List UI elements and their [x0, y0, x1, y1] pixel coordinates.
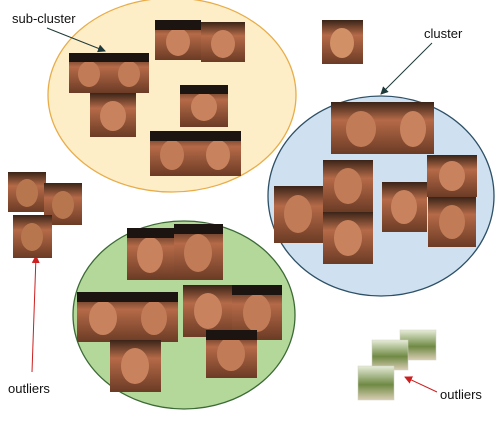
outliers-left-label: outliers	[8, 381, 50, 396]
face-thumbnail-icon	[77, 292, 130, 342]
face-thumbnail-icon	[323, 160, 373, 212]
face-thumbnail-icon	[382, 182, 427, 232]
face-thumbnail-icon	[183, 285, 233, 337]
face-thumbnail-icon	[174, 224, 223, 280]
face-thumbnail-icon	[391, 102, 434, 154]
outliers-right-arrow	[404, 376, 438, 393]
face-thumbnail-icon	[180, 85, 228, 127]
face-thumbnail-icon	[13, 215, 52, 258]
scene-thumbnail-icon	[371, 339, 409, 371]
cluster-label: cluster	[424, 26, 463, 41]
face-thumbnail-icon	[8, 172, 46, 212]
face-thumbnail-icon	[150, 131, 195, 176]
face-thumbnail-icon	[130, 292, 178, 342]
face-thumbnail-icon	[109, 53, 149, 93]
face-thumbnail-icon	[428, 197, 476, 247]
sub-cluster-arrow	[46, 27, 106, 53]
outliers-right-label: outliers	[440, 387, 482, 402]
cluster-arrow	[380, 42, 433, 95]
face-thumbnail-icon	[322, 20, 363, 64]
face-thumbnail-icon	[206, 330, 257, 378]
scene-thumbnail-icon	[357, 365, 395, 401]
face-thumbnail-icon	[155, 20, 201, 60]
face-thumbnail-icon	[274, 186, 323, 243]
sub-cluster-label: sub-cluster	[12, 11, 76, 26]
face-thumbnail-icon	[69, 53, 109, 93]
face-thumbnail-icon	[427, 155, 477, 197]
outliers-left-arrow	[31, 255, 40, 373]
face-thumbnail-icon	[195, 131, 241, 176]
face-thumbnail-icon	[90, 93, 136, 137]
face-thumbnail-icon	[201, 22, 245, 62]
face-thumbnail-icon	[110, 340, 161, 392]
face-thumbnail-icon	[127, 228, 174, 280]
face-thumbnail-icon	[331, 102, 391, 154]
face-thumbnail-icon	[323, 212, 373, 264]
